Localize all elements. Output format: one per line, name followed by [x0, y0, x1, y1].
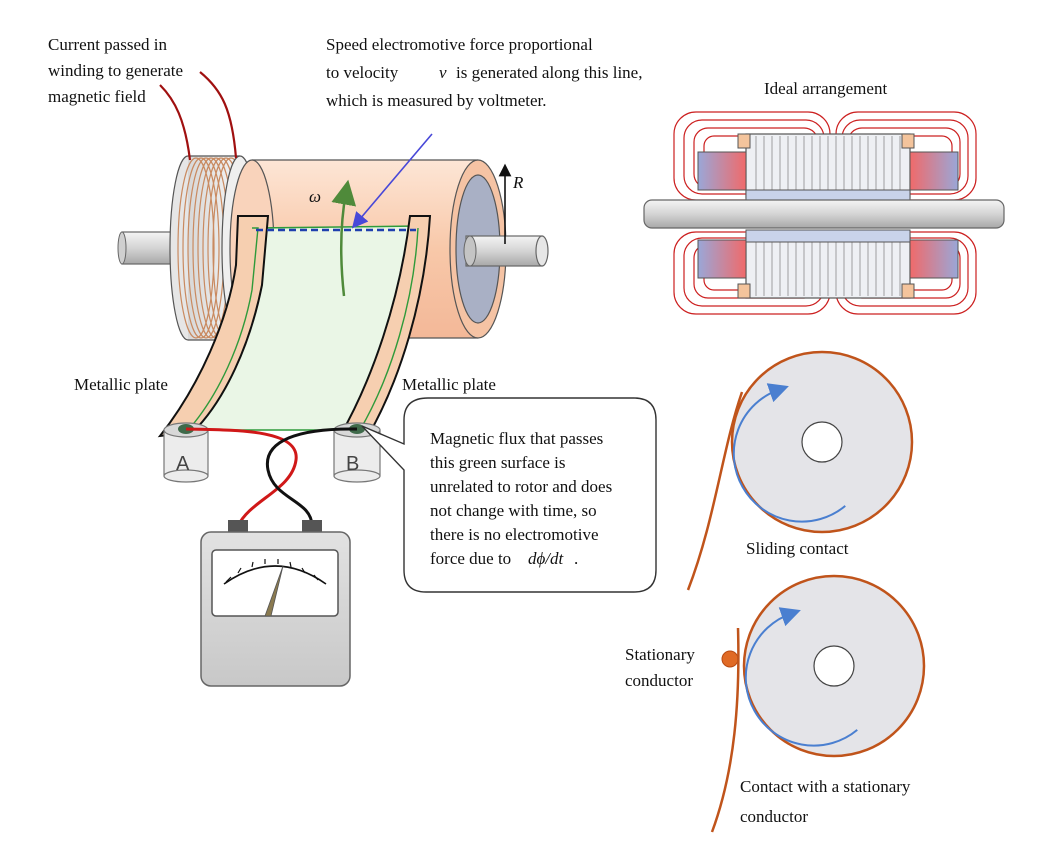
stationary-conductor-dot [721, 650, 739, 668]
svg-text:magnetic field: magnetic field [48, 87, 146, 106]
sliding-contact-disk: Sliding contact [686, 350, 914, 591]
sliding-contact-caption: Sliding contact [746, 539, 849, 558]
flux-note-bubble [361, 397, 657, 593]
emf-pointer-arrow [351, 133, 433, 229]
svg-text:there is no electromotive: there is no electromotive [430, 525, 599, 544]
svg-text:Current passed in: Current passed in [48, 35, 167, 54]
flux-note: Magnetic flux that passes this green sur… [430, 429, 612, 568]
ideal-shaft [643, 199, 1005, 229]
red-wire [185, 427, 298, 527]
stationary-contact-disk: Stationary conductor Contact with a stat… [625, 574, 926, 833]
magnet-lower-right [909, 239, 959, 279]
ideal-arrangement-title: Ideal arrangement [764, 79, 887, 98]
right-shaft [463, 235, 549, 267]
svg-text:which is measured by voltmeter: which is measured by voltmeter. [326, 91, 546, 110]
contact-caption-line1: Contact with a stationary [740, 777, 911, 796]
terminal-b-label: B [346, 453, 359, 475]
svg-text:is generated along this line,: is generated along this line, [456, 63, 642, 82]
svg-text:dϕ/dt: dϕ/dt [528, 549, 565, 568]
plate-right-label: Metallic plate [402, 375, 496, 394]
magnet-upper-left [697, 151, 747, 191]
emf-note: Speed electromotive force proportional t… [326, 35, 642, 110]
rotation-arrow-1 [732, 383, 846, 523]
contact-caption-line2: conductor [740, 807, 808, 826]
stationary-label-line1: Stationary [625, 645, 695, 664]
svg-text:v: v [439, 63, 447, 82]
stationary-label-line2: conductor [625, 671, 693, 690]
omega-label: ω [309, 187, 321, 206]
voltmeter-needle [264, 565, 284, 617]
svg-text:Speed electromotive force prop: Speed electromotive force proportional [326, 35, 593, 54]
svg-text:force due to: force due to [430, 549, 511, 568]
omega-arrow [331, 179, 357, 297]
terminal-a-label: A [176, 453, 190, 475]
svg-text:unrelated to rotor and does: unrelated to rotor and does [430, 477, 612, 496]
svg-text:to velocity: to velocity [326, 63, 399, 82]
sliding-contact-brush [686, 391, 744, 591]
voltmeter [200, 520, 351, 687]
ideal-arrangement: Ideal arrangement [643, 79, 1005, 315]
svg-text:Magnetic flux that passes: Magnetic flux that passes [430, 429, 603, 448]
radius-label: R [512, 173, 524, 192]
svg-text:not change with time, so: not change with time, so [430, 501, 597, 520]
winding-note: Current passed in winding to generate ma… [48, 35, 183, 106]
svg-text:this green surface is: this green surface is [430, 453, 565, 472]
svg-text:winding to generate: winding to generate [48, 61, 183, 80]
terminal-a: A [163, 422, 209, 483]
laminated-core [745, 133, 911, 299]
magnet-upper-right [909, 151, 959, 191]
voltmeter-dial [211, 549, 339, 617]
plate-left-label: Metallic plate [74, 375, 168, 394]
black-wire [265, 427, 358, 527]
svg-text:.: . [574, 549, 578, 568]
stationary-conductor-wire [710, 627, 740, 833]
rotation-arrow-2 [744, 607, 858, 747]
machine-illustration: R ω A B [117, 71, 657, 687]
magnet-lower-left [697, 239, 747, 279]
